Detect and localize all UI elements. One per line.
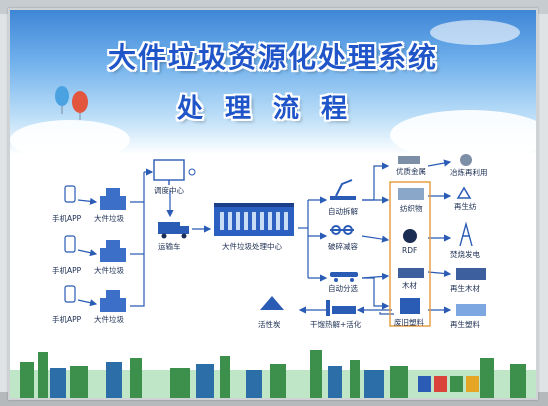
phone-icon: [64, 185, 76, 303]
flow-diagram: [55, 86, 486, 327]
material-label: 木材: [402, 281, 417, 290]
balloon-icon: [55, 86, 88, 120]
dispatch-label: 调度中心: [154, 186, 184, 195]
smelting-icon: [460, 154, 472, 166]
power-tower-icon: [459, 221, 473, 247]
material-label: 废旧塑料: [394, 318, 424, 327]
wood-icon: [398, 268, 424, 278]
center-label: 大件垃圾处理中心: [222, 242, 282, 251]
output-label: 冶炼再利用: [450, 168, 488, 177]
app-label: 手机APP: [52, 214, 82, 223]
trash-bin-icon: [418, 376, 479, 392]
furniture-pile-icon: [100, 188, 126, 312]
process-label: 自动分选: [328, 284, 358, 293]
item-label: 大件垃圾: [94, 214, 124, 223]
city-skyline: [10, 350, 536, 398]
factory-icon: [214, 203, 294, 236]
app-label: 手机APP: [52, 315, 82, 324]
material-label: 活性炭: [258, 320, 281, 329]
item-label: 大件垃圾: [94, 266, 124, 275]
material-label: 纺织物: [400, 204, 423, 213]
textile-icon: [398, 188, 424, 200]
process-label: 自动拆解: [328, 207, 358, 216]
item-label: 大件垃圾: [94, 315, 124, 324]
rdf-icon: [403, 229, 417, 243]
poster-subtitle: 处理流程: [176, 94, 369, 124]
cloud-decoration: [10, 120, 130, 160]
output-label: 优质金属: [396, 167, 426, 176]
output-label: 再生塑料: [450, 320, 480, 329]
material-label: RDF: [402, 246, 418, 255]
output-label: 再生木材: [450, 284, 480, 293]
app-label: 手机APP: [52, 266, 82, 275]
plastic-bin-icon: [400, 298, 420, 314]
truck-icon: [158, 222, 189, 239]
shredder-icon: [330, 225, 354, 235]
transport-label: 运输车: [158, 242, 181, 251]
material-group-box: [389, 181, 431, 327]
output-label: 再生纺: [454, 202, 477, 211]
recycled-wood-icon: [456, 268, 486, 280]
carbon-pile-icon: [260, 296, 284, 310]
process-label: 破碎减容: [328, 242, 358, 251]
conveyor-icon: [330, 272, 358, 282]
poster-title: 大件垃圾资源化处理系统: [107, 41, 438, 74]
recycled-plastic-icon: [456, 304, 486, 316]
recycle-icon: [456, 186, 472, 199]
monitor-icon: [153, 159, 196, 185]
cloud-decoration: [430, 20, 520, 45]
pyrolysis-icon: [326, 300, 356, 316]
robot-arm-icon: [330, 179, 356, 200]
process-label: 干馏热解+活化: [310, 320, 362, 329]
output-label: 焚烧发电: [450, 250, 480, 259]
metal-icon: [398, 156, 420, 164]
poster-board: 大件垃圾资源化处理系统 处理流程: [8, 8, 538, 400]
cloud-decoration: [390, 110, 536, 160]
